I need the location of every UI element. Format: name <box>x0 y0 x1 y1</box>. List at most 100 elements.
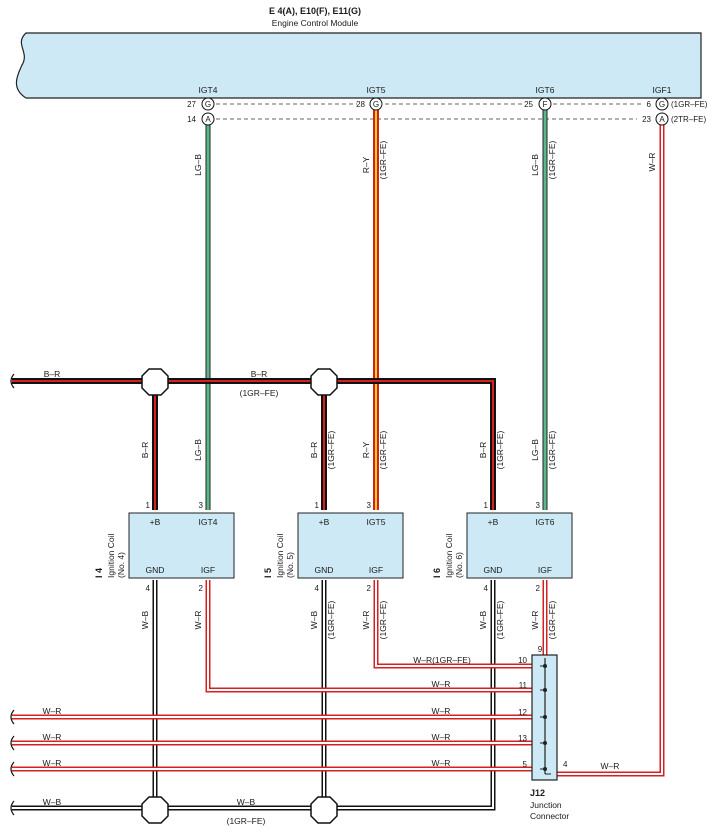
ignition-coil-4: +B IGT4 GND IGF <box>128 512 235 579</box>
wire-color-label: W–R <box>193 611 203 630</box>
ecm-pin-connector: A <box>659 115 665 124</box>
wire-color-label: B–R <box>140 442 150 459</box>
wire-color-label: W–R <box>43 732 62 742</box>
junction-pin: 5 <box>523 760 528 769</box>
wire-variant-label: (1GR–FE) <box>547 140 557 179</box>
coil-pin-gnd: GND <box>484 565 503 575</box>
wire-variant-label: (1GR–FE) <box>227 816 266 826</box>
ecm-module <box>15 32 702 99</box>
coil-pin-gnd: GND <box>146 565 165 575</box>
coil-number: (No. 6) <box>454 552 464 578</box>
coil-number: (No. 5) <box>285 552 295 578</box>
coil-pin-plusb: +B <box>319 517 330 527</box>
ecm-connector-codes: E 4(A), E10(F), E11(G) <box>269 6 361 16</box>
ecm-pin-number: 14 <box>187 115 196 124</box>
coil-pin-number: 2 <box>536 584 541 593</box>
coil-pin-plusb: +B <box>150 517 161 527</box>
wire-variant-label: (1GR–FE) <box>378 140 388 179</box>
junction-pin: 11 <box>519 681 528 690</box>
wire-color-label: W–R <box>43 706 62 716</box>
junction-name: Connector <box>530 811 569 821</box>
junction-pin: 9 <box>538 645 543 654</box>
ecm-terminal-igf1: IGF1 <box>653 85 672 95</box>
ignition-coil-6: +B IGT6 GND IGF <box>466 512 573 579</box>
wire-color-label: B–R <box>478 442 488 459</box>
wire-color-label: W–B <box>237 797 256 807</box>
junction-pin: 13 <box>518 734 527 743</box>
wire-color-label: R–Y <box>361 156 371 173</box>
ecm-pin-number: 6 <box>647 100 652 109</box>
wire-variant-label: (1GR–FE) <box>547 430 557 469</box>
wire-variant-label: (1GR–FE) <box>378 430 388 469</box>
coil-pin-number: 2 <box>199 584 204 593</box>
splice-point <box>310 368 338 396</box>
wire-color-label: W–R <box>530 611 540 630</box>
splice-point <box>141 368 169 396</box>
wire-color-label: W–R <box>432 732 451 742</box>
junction-pin: 12 <box>518 708 527 717</box>
coil-pin-igf: IGF <box>538 565 552 575</box>
junction-id: J12 <box>530 788 545 798</box>
wire-color-label: LG–B <box>193 439 203 461</box>
wire-color-label: W–B <box>478 610 488 629</box>
coil-pin-number: 4 <box>146 584 151 593</box>
wire-variant-label: (1GR–FE) <box>378 600 388 639</box>
coil-pin-number: 3 <box>536 501 541 510</box>
wire-color-label: LG–B <box>193 154 203 176</box>
wire-color-label: W–B <box>309 610 319 629</box>
coil-pin-plusb: +B <box>488 517 499 527</box>
coil-pin-number: 1 <box>146 501 151 510</box>
wire-color-label: B–R <box>44 369 61 379</box>
wire-color-label: W–R <box>432 679 451 689</box>
coil-pin-igt: IGT5 <box>367 517 386 527</box>
coil-pin-igf: IGF <box>201 565 215 575</box>
wire-variant-label: (1GR–FE) <box>240 388 279 398</box>
coil-name: Ignition Coil <box>444 533 454 578</box>
coil-pin-igf: IGF <box>369 565 383 575</box>
ecm-pin-number: 28 <box>356 100 365 109</box>
wire-color-label: W–B <box>140 610 150 629</box>
ecm-pin-connector: F <box>543 100 548 109</box>
wire-color-label: LG–B <box>530 154 540 176</box>
ecm-pin-note: (2TR–FE) <box>671 115 706 124</box>
coil-pin-igt: IGT6 <box>536 517 555 527</box>
ignition-coil-5: +B IGT5 GND IGF <box>297 512 404 579</box>
ecm-pin-number: 25 <box>524 100 533 109</box>
wire-color-label: W–R(1GR–FE) <box>413 655 471 665</box>
wire-variant-label: (1GR–FE) <box>495 430 505 469</box>
coil-pin-number: 3 <box>367 501 372 510</box>
ecm-pin-number: 27 <box>187 100 196 109</box>
coil-pin-gnd: GND <box>315 565 334 575</box>
coil-pin-number: 4 <box>315 584 320 593</box>
wire-color-label: LG–B <box>530 439 540 461</box>
coil-pin-number: 1 <box>315 501 320 510</box>
wire-variant-label: (1GR–FE) <box>326 430 336 469</box>
coil-pin-number: 1 <box>484 501 489 510</box>
wire-color-label: B–R <box>251 369 268 379</box>
ecm-pin-connector: G <box>373 100 379 109</box>
coil-pin-number: 3 <box>199 501 204 510</box>
ecm-pin-connector: G <box>659 100 665 109</box>
ecm-terminal-igt6: IGT6 <box>536 85 555 95</box>
ecm-name: Engine Control Module <box>272 18 359 28</box>
ecm-pin-note: (1GR–FE) <box>671 100 708 109</box>
coil-number: (No. 4) <box>116 552 126 578</box>
wire-variant-label: (1GR–FE) <box>495 600 505 639</box>
junction-pin: 4 <box>563 760 568 769</box>
wire-color-label: R–Y <box>361 441 371 458</box>
coil-pin-number: 4 <box>484 584 489 593</box>
ecm-pin-connector: G <box>205 100 211 109</box>
wire-variant-label: (1GR–FE) <box>326 600 336 639</box>
wire-variant-label: (1GR–FE) <box>547 600 557 639</box>
wire-color-label: W–R <box>432 758 451 768</box>
wire-color-label: W–B <box>43 797 62 807</box>
coil-pin-number: 2 <box>367 584 372 593</box>
coil-id: I 6 <box>432 568 442 578</box>
wire-color-label: W–R <box>647 153 657 172</box>
coil-name: Ignition Coil <box>275 533 285 578</box>
coil-id: I 4 <box>94 568 104 578</box>
junction-connector-j12 <box>531 654 558 781</box>
ecm-pin-number: 23 <box>642 115 651 124</box>
ecm-pin-connector: A <box>205 115 211 124</box>
